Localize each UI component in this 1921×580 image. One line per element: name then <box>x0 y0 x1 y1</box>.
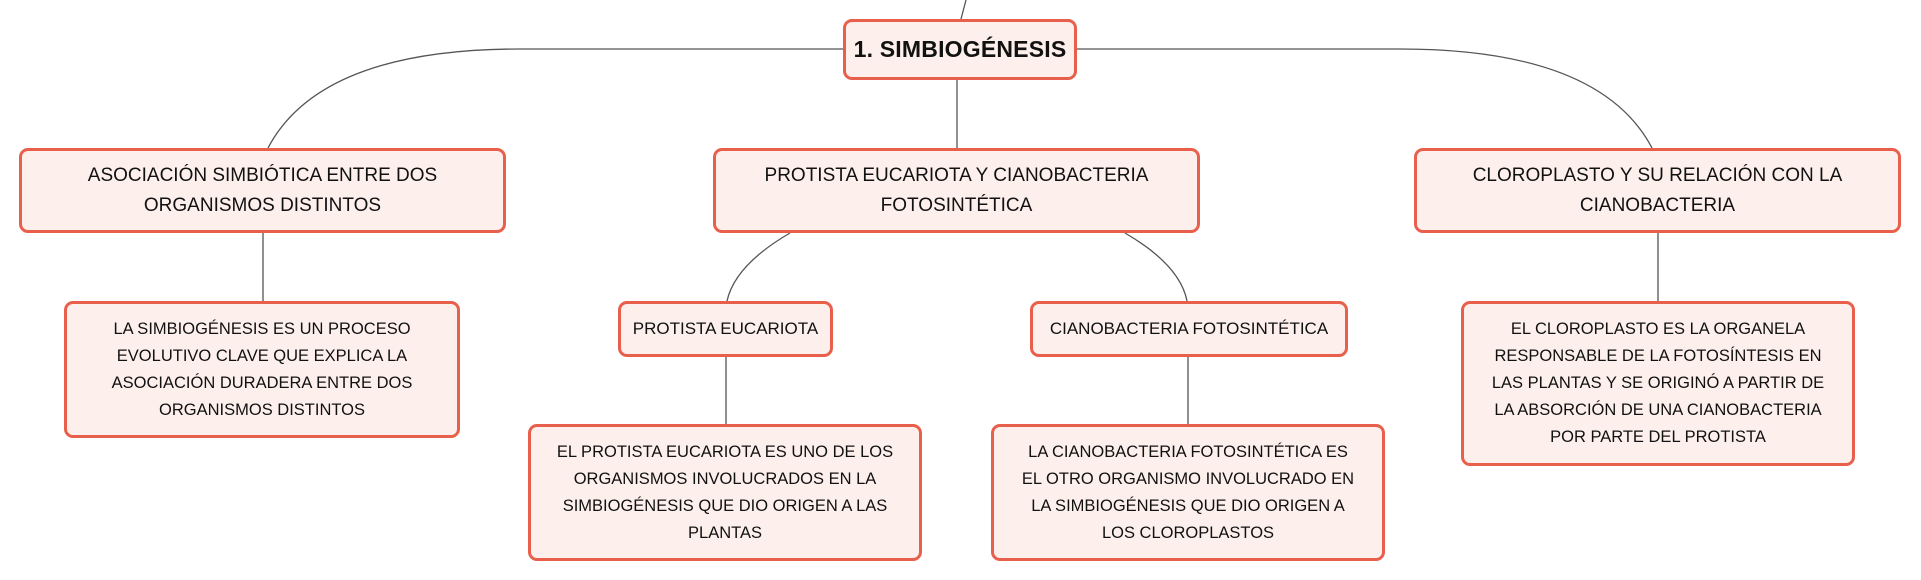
detail-text-cloroplasto: EL CLOROPLASTO ES LA ORGANELA RESPONSABL… <box>1491 320 1825 446</box>
topic-label-protista-cianobacteria: PROTISTA EUCARIOTA Y CIANOBACTERIA FOTOS… <box>764 164 1149 216</box>
detail-node-protista-eucariota[interactable]: EL PROTISTA EUCARIOTA ES UNO DE LOS ORGA… <box>528 424 922 561</box>
central-topic-label: 1. SIMBIOGÉNESIS <box>853 36 1067 62</box>
detail-node-asociacion[interactable]: LA SIMBIOGÉNESIS ES UN PROCESO EVOLUTIVO… <box>64 301 460 438</box>
connector-root-to-asociacion <box>267 48 843 149</box>
detail-text-asociacion: LA SIMBIOGÉNESIS ES UN PROCESO EVOLUTIVO… <box>111 319 413 419</box>
subtopic-node-cianobacteria[interactable]: CIANOBACTERIA FOTOSINTÉTICA <box>1030 301 1348 357</box>
central-topic-node[interactable]: 1. SIMBIOGÉNESIS <box>843 19 1077 80</box>
detail-text-cianobacteria: LA CIANOBACTERIA FOTOSINTÉTICA ES EL OTR… <box>1021 442 1355 542</box>
connector-to-ciano <box>1124 232 1188 302</box>
connector-root-to-cloroplasto <box>1077 48 1653 149</box>
topic-node-cloroplasto[interactable]: CLOROPLASTO Y SU RELACIÓN CON LA CIANOBA… <box>1414 148 1901 233</box>
subtopic-label-protista-eucariota: PROTISTA EUCARIOTA <box>632 319 819 338</box>
connector-parent-stub <box>960 0 967 20</box>
connector-to-protista <box>726 232 791 302</box>
detail-node-cianobacteria[interactable]: LA CIANOBACTERIA FOTOSINTÉTICA ES EL OTR… <box>991 424 1385 561</box>
subtopic-node-protista-eucariota[interactable]: PROTISTA EUCARIOTA <box>618 301 833 357</box>
topic-label-cloroplasto: CLOROPLASTO Y SU RELACIÓN CON LA CIANOBA… <box>1472 164 1843 216</box>
topic-label-asociacion: ASOCIACIÓN SIMBIÓTICA ENTRE DOS ORGANISM… <box>87 164 438 216</box>
subtopic-label-cianobacteria: CIANOBACTERIA FOTOSINTÉTICA <box>1049 319 1329 338</box>
topic-node-protista-cianobacteria[interactable]: PROTISTA EUCARIOTA Y CIANOBACTERIA FOTOS… <box>713 148 1200 233</box>
topic-node-asociacion[interactable]: ASOCIACIÓN SIMBIÓTICA ENTRE DOS ORGANISM… <box>19 148 506 233</box>
detail-node-cloroplasto[interactable]: EL CLOROPLASTO ES LA ORGANELA RESPONSABL… <box>1461 301 1855 466</box>
detail-text-protista-eucariota: EL PROTISTA EUCARIOTA ES UNO DE LOS ORGA… <box>556 442 894 542</box>
